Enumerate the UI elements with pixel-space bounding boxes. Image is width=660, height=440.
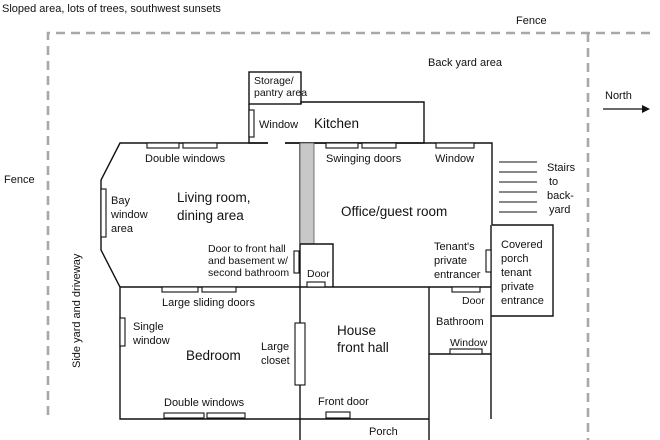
double-windows-top xyxy=(146,142,180,149)
back-yard-label: Back yard area xyxy=(428,57,503,69)
double-windows-top-label: Double windows xyxy=(145,153,226,165)
large-sliding-doors xyxy=(161,286,199,293)
covered-porch-label-1: Covered xyxy=(501,239,543,251)
swinging-doors-b xyxy=(361,142,397,149)
living-room-label-2: dining area xyxy=(177,208,244,223)
fence-top-label: Fence xyxy=(516,15,547,27)
large-closet-label-2: closet xyxy=(261,355,290,367)
swinging-doors xyxy=(325,142,359,149)
front-door xyxy=(325,411,351,419)
double-windows-bottom-label: Double windows xyxy=(164,397,245,409)
tenant-entrance-label-3: entrancer xyxy=(434,269,481,281)
door-to-front-hall-label-3: second bathroom xyxy=(208,267,289,279)
stairs-label-2: to xyxy=(549,176,558,188)
covered-porch-label-3: tenant xyxy=(501,267,532,279)
storage-pantry-room xyxy=(248,71,302,105)
bay-window-label-3: area xyxy=(111,223,134,235)
bathroom-window xyxy=(449,348,483,355)
covered-porch-label-4: private xyxy=(501,281,534,293)
stairs-icon xyxy=(499,161,537,213)
door-to-front-hall-label-2: and basement w/ xyxy=(208,255,288,267)
fence-left-label: Fence xyxy=(4,174,35,186)
door-to-front-hall xyxy=(293,250,300,274)
large-sliding-doors-label: Large sliding doors xyxy=(162,297,255,309)
bay-window-label-2: window xyxy=(110,209,148,221)
side-yard-label: Side yard and driveway xyxy=(71,253,83,368)
office-window-label: Window xyxy=(435,153,474,165)
door-to-front-hall-label-1: Door to front hall xyxy=(208,243,286,255)
front-hall-label-2: front hall xyxy=(337,340,389,355)
north-arrow-icon xyxy=(603,105,650,113)
kitchen-label: Kitchen xyxy=(314,116,359,131)
bedroom-label: Bedroom xyxy=(186,348,241,363)
chimney-column xyxy=(299,142,315,245)
porch-label: Porch xyxy=(369,426,398,438)
large-closet-label-1: Large xyxy=(261,341,289,353)
office-window xyxy=(435,142,475,149)
double-windows-bottom-b xyxy=(206,412,246,419)
single-window-label-1: Single xyxy=(133,321,164,333)
kitchen-window xyxy=(248,109,255,138)
large-sliding-doors-b xyxy=(201,286,237,293)
single-window-label-2: window xyxy=(132,335,170,347)
swinging-doors-label: Swinging doors xyxy=(326,153,402,165)
tenant-entrance-door xyxy=(485,249,492,273)
single-window xyxy=(119,317,126,347)
alcove-door xyxy=(306,281,326,288)
double-windows-top-b xyxy=(182,142,218,149)
stairs-label-4: yard xyxy=(549,204,570,216)
bathroom-window-label: Window xyxy=(450,337,488,349)
storage-label-1: Storage/ xyxy=(254,75,294,87)
kitchen-window-label: Window xyxy=(259,119,298,131)
fence-line xyxy=(46,31,655,415)
front-hall-label-1: House xyxy=(337,323,376,338)
tenant-entrance-label-2: private xyxy=(434,255,467,267)
tenant-entrance-label-1: Tenant's xyxy=(434,241,475,253)
bay-window-label-1: Bay xyxy=(111,195,130,207)
stairs-label-3: back- xyxy=(547,190,574,202)
bathroom-door xyxy=(451,286,481,293)
large-closet xyxy=(294,322,306,386)
bay-window xyxy=(100,188,107,238)
north-label: North xyxy=(605,90,632,102)
covered-porch-label-2: porch xyxy=(501,253,529,265)
double-windows-bottom xyxy=(163,412,205,419)
bathroom-door-label: Door xyxy=(462,295,485,307)
covered-porch-label-5: entrance xyxy=(501,295,544,307)
front-door-label: Front door xyxy=(318,396,369,408)
living-room-label-1: Living room, xyxy=(177,190,251,205)
alcove-door-label: Door xyxy=(307,268,330,280)
door-alcove xyxy=(300,243,334,287)
storage-label-2: pantry area xyxy=(254,87,307,99)
covered-porch xyxy=(491,224,554,317)
office-label: Office/guest room xyxy=(341,204,447,219)
stairs-label-1: Stairs xyxy=(547,162,576,174)
top-note: Sloped area, lots of trees, southwest su… xyxy=(2,3,221,15)
bathroom-label: Bathroom xyxy=(436,316,484,328)
